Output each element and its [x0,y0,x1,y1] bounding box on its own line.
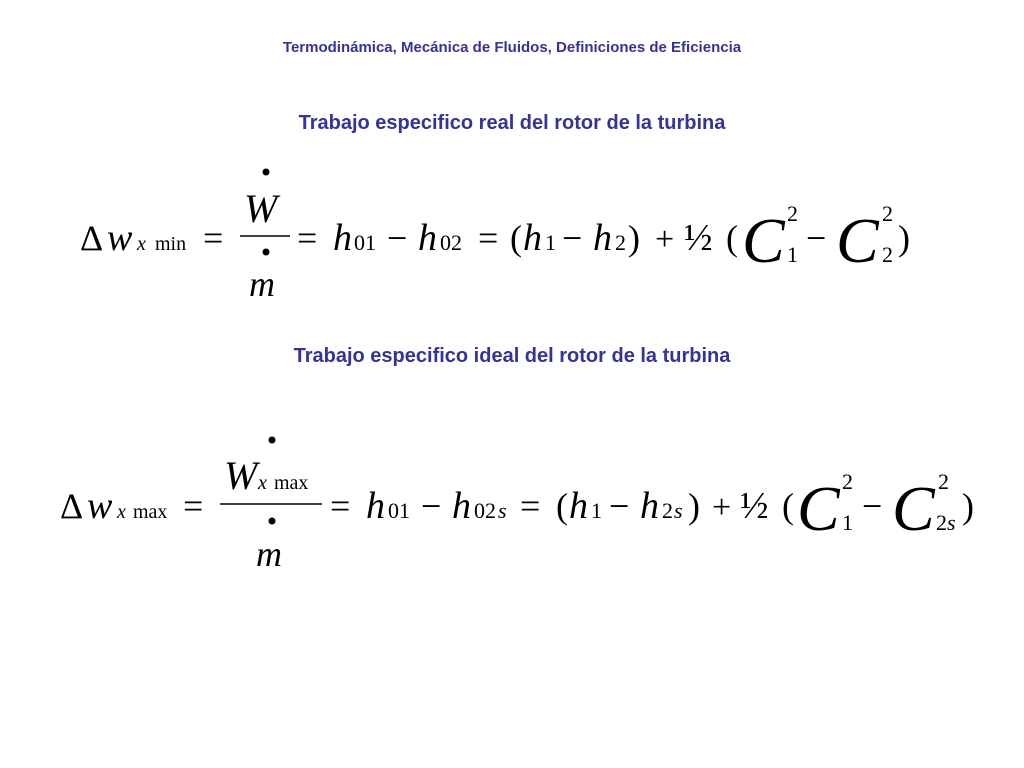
dot-icon [268,436,276,444]
minus-sign: − [387,218,407,258]
subscript-02: 02 [474,498,496,523]
W-symbol: W [224,453,261,498]
subscript-2: 2 [882,242,893,267]
h-symbol: h [418,217,437,259]
left-paren: ( [782,486,794,526]
subscript-2: 2 [936,510,947,535]
subscript-max: max [133,501,167,523]
subscript-max: max [274,472,308,494]
one-half: ½ [684,217,713,259]
dot-icon [268,517,276,525]
delta-symbol: Δ [60,486,83,526]
superscript-2: 2 [787,201,798,226]
minus-sign: − [562,218,582,258]
plus-sign: + [712,489,731,526]
right-paren: ) [688,486,700,526]
subscript-01: 01 [354,230,376,255]
delta-symbol: Δ [80,218,103,258]
subscript-x: x [257,472,267,494]
C-symbol: C [836,205,880,276]
right-paren: ) [628,218,640,258]
equals-sign: = [330,486,350,526]
subscript-s: s [947,510,956,535]
minus-sign: − [806,218,826,258]
minus-sign: − [609,486,629,526]
w-symbol: w [87,485,113,527]
right-paren: ) [898,218,910,258]
section-title-real-work: Trabajo especifico real del rotor de la … [298,112,726,134]
subscript-1: 1 [591,498,602,523]
h-symbol: h [640,485,659,527]
h-symbol: h [593,217,612,259]
h-symbol: h [569,485,588,527]
m-symbol: m [256,534,282,574]
C-symbol: C [892,473,936,544]
subscript-x: x [116,501,126,523]
h-symbol: h [366,485,385,527]
subscript-02: 02 [440,230,462,255]
C-symbol: C [742,205,786,276]
section-title-ideal-work: Trabajo especifico ideal del rotor de la… [293,345,731,367]
left-paren: ( [726,218,738,258]
subscript-1: 1 [787,242,798,267]
subscript-1: 1 [842,510,853,535]
one-half: ½ [740,485,769,527]
h-symbol: h [523,217,542,259]
subscript-2: 2 [662,498,673,523]
h-symbol: h [333,217,352,259]
left-paren: ( [556,486,568,526]
superscript-2: 2 [882,201,893,226]
subscript-01: 01 [388,498,410,523]
w-symbol: w [107,217,133,259]
W-symbol: W [244,186,281,231]
minus-sign: − [421,486,441,526]
subscript-s: s [674,498,683,523]
minus-sign: − [862,486,882,526]
subscript-min: min [155,233,186,255]
equals-sign: = [183,486,203,526]
subscript-1: 1 [545,230,556,255]
slide-header: Termodinámica, Mecánica de Fluidos, Defi… [282,39,742,56]
right-paren: ) [962,486,974,526]
equals-sign: = [203,218,223,258]
m-symbol: m [249,264,275,304]
subscript-s: s [498,498,507,523]
equals-sign: = [520,486,540,526]
equals-sign: = [478,218,498,258]
equals-sign: = [297,218,317,258]
left-paren: ( [510,218,522,258]
plus-sign: + [655,221,674,258]
subscript-x: x [136,233,146,255]
superscript-2: 2 [938,469,949,494]
dot-icon [262,168,270,176]
C-symbol: C [797,473,841,544]
dot-icon [262,248,270,256]
h-symbol: h [452,485,471,527]
superscript-2: 2 [842,469,853,494]
subscript-2: 2 [615,230,626,255]
